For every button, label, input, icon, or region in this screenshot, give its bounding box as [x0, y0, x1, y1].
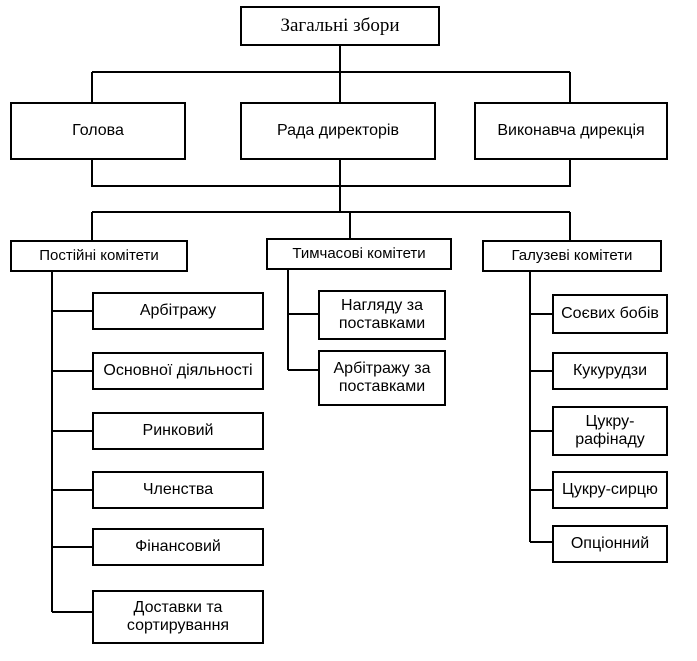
chair-box: Голова [10, 102, 186, 160]
standing-item-market: Ринковий [92, 412, 264, 450]
sectoral-committees-box: Галузеві комітети [482, 240, 662, 272]
sectoral-item-corn: Кукурудзи [552, 352, 668, 390]
sectoral-item-raw-sugar: Цукру-сирцю [552, 471, 668, 509]
sectoral-item-soybeans: Соєвих бобів [552, 294, 668, 334]
standing-item-finance: Фінансовий [92, 528, 264, 566]
executive-box: Виконавча дирекція [474, 102, 668, 160]
temporary-committees-box: Тимчасові комітети [266, 238, 452, 270]
board-box: Рада директорів [240, 102, 436, 160]
standing-committees-box: Постійні комітети [10, 240, 188, 272]
standing-item-core-activity: Основної діяльності [92, 352, 264, 390]
general-meeting-box: Загальні збори [240, 6, 440, 46]
temporary-item-supply-oversight: Нагляду за поставками [318, 290, 446, 340]
governance-bottom-bar [91, 160, 571, 187]
standing-item-membership: Членства [92, 471, 264, 509]
temporary-item-supply-arbitration: Арбітражу за поставками [318, 350, 446, 406]
standing-item-delivery-sorting: Доставки та сортирування [92, 590, 264, 644]
sectoral-item-options: Опціонний [552, 525, 668, 563]
standing-item-arbitration: Арбітражу [92, 292, 264, 330]
sectoral-item-refined-sugar: Цукру- рафінаду [552, 406, 668, 456]
